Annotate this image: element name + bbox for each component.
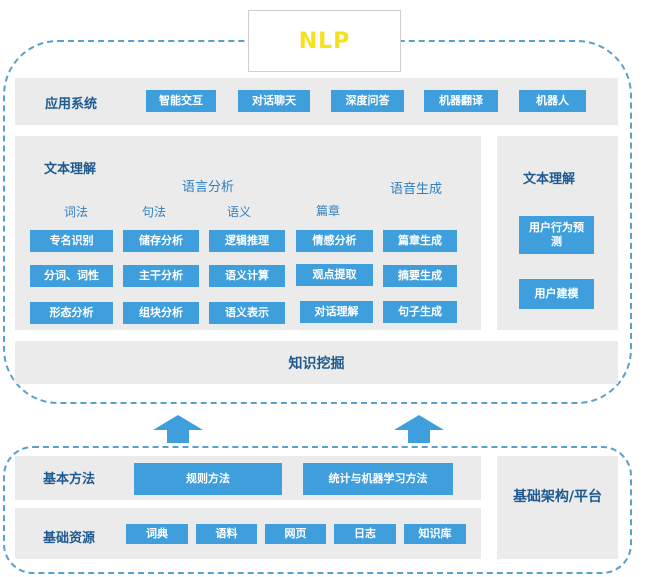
- tu-item-discourse-generation[interactable]: 篇章生成: [383, 230, 457, 252]
- rule-method-button[interactable]: 规则方法: [134, 463, 282, 495]
- app-item-deep-qa[interactable]: 深度问答: [331, 90, 404, 112]
- nlp-title: NLP: [298, 28, 351, 54]
- user-modeling-button[interactable]: 用户建模: [519, 279, 594, 309]
- tu-item-sentence-generation[interactable]: 句子生成: [383, 301, 457, 323]
- resource-webpage[interactable]: 网页: [265, 524, 326, 544]
- column-semantics: 语义: [227, 205, 252, 219]
- tu-item-storage-analysis[interactable]: 储存分析: [123, 230, 199, 252]
- nlp-title-box: NLP: [248, 10, 401, 72]
- lower-dashed-frame: [3, 446, 632, 574]
- text-understanding-right-label: 文本理解: [523, 172, 576, 187]
- user-behavior-prediction-button[interactable]: 用户行为预测: [519, 216, 594, 254]
- resource-corpus[interactable]: 语料: [196, 524, 257, 544]
- tu-item-sentiment-analysis[interactable]: 情感分析: [296, 230, 373, 252]
- app-item-machine-translation[interactable]: 机器翻译: [424, 90, 498, 112]
- tu-item-semantic-computation[interactable]: 语义计算: [209, 265, 285, 287]
- up-arrow-right-icon: [394, 415, 444, 443]
- resource-knowledge-base[interactable]: 知识库: [404, 524, 466, 544]
- tu-item-named-entity[interactable]: 专名识别: [30, 230, 113, 252]
- app-item-smart-interaction[interactable]: 智能交互: [146, 90, 216, 112]
- platform-panel: [497, 456, 618, 559]
- basic-resources-label: 基础资源: [43, 531, 96, 546]
- resource-log[interactable]: 日志: [334, 524, 396, 544]
- column-lexical: 词法: [64, 205, 89, 219]
- tu-item-dialogue-understanding[interactable]: 对话理解: [300, 301, 373, 323]
- application-panel: [15, 78, 618, 125]
- column-syntax: 句法: [142, 205, 167, 219]
- tu-item-logical-reasoning[interactable]: 逻辑推理: [209, 230, 285, 252]
- language-analysis-header: 语言分析: [182, 180, 235, 195]
- tu-item-opinion-extraction[interactable]: 观点提取: [296, 264, 373, 286]
- basic-methods-label: 基本方法: [43, 472, 96, 487]
- knowledge-mining-label: 知识挖掘: [288, 355, 345, 372]
- resource-dictionary[interactable]: 词典: [126, 524, 188, 544]
- tu-item-semantic-representation[interactable]: 语义表示: [209, 302, 285, 324]
- tu-item-morphology[interactable]: 形态分析: [30, 302, 113, 324]
- app-item-robot[interactable]: 机器人: [519, 90, 586, 112]
- text-understanding-label: 文本理解: [44, 162, 97, 177]
- tu-item-chunk-analysis[interactable]: 组块分析: [123, 302, 199, 324]
- speech-generation-header: 语音生成: [390, 182, 443, 197]
- tu-item-trunk-analysis[interactable]: 主干分析: [123, 265, 199, 287]
- column-discourse: 篇章: [316, 204, 341, 218]
- statistical-ml-method-button[interactable]: 统计与机器学习方法: [303, 463, 453, 495]
- application-label: 应用系统: [45, 97, 98, 112]
- tu-item-summary-generation[interactable]: 摘要生成: [383, 265, 457, 287]
- app-item-dialogue-chat[interactable]: 对话聊天: [238, 90, 310, 112]
- tu-item-segmentation-pos[interactable]: 分词、词性: [30, 265, 113, 287]
- platform-label: 基础架构/平台: [512, 489, 603, 505]
- up-arrow-left-icon: [153, 415, 203, 443]
- knowledge-mining-panel: [15, 341, 618, 384]
